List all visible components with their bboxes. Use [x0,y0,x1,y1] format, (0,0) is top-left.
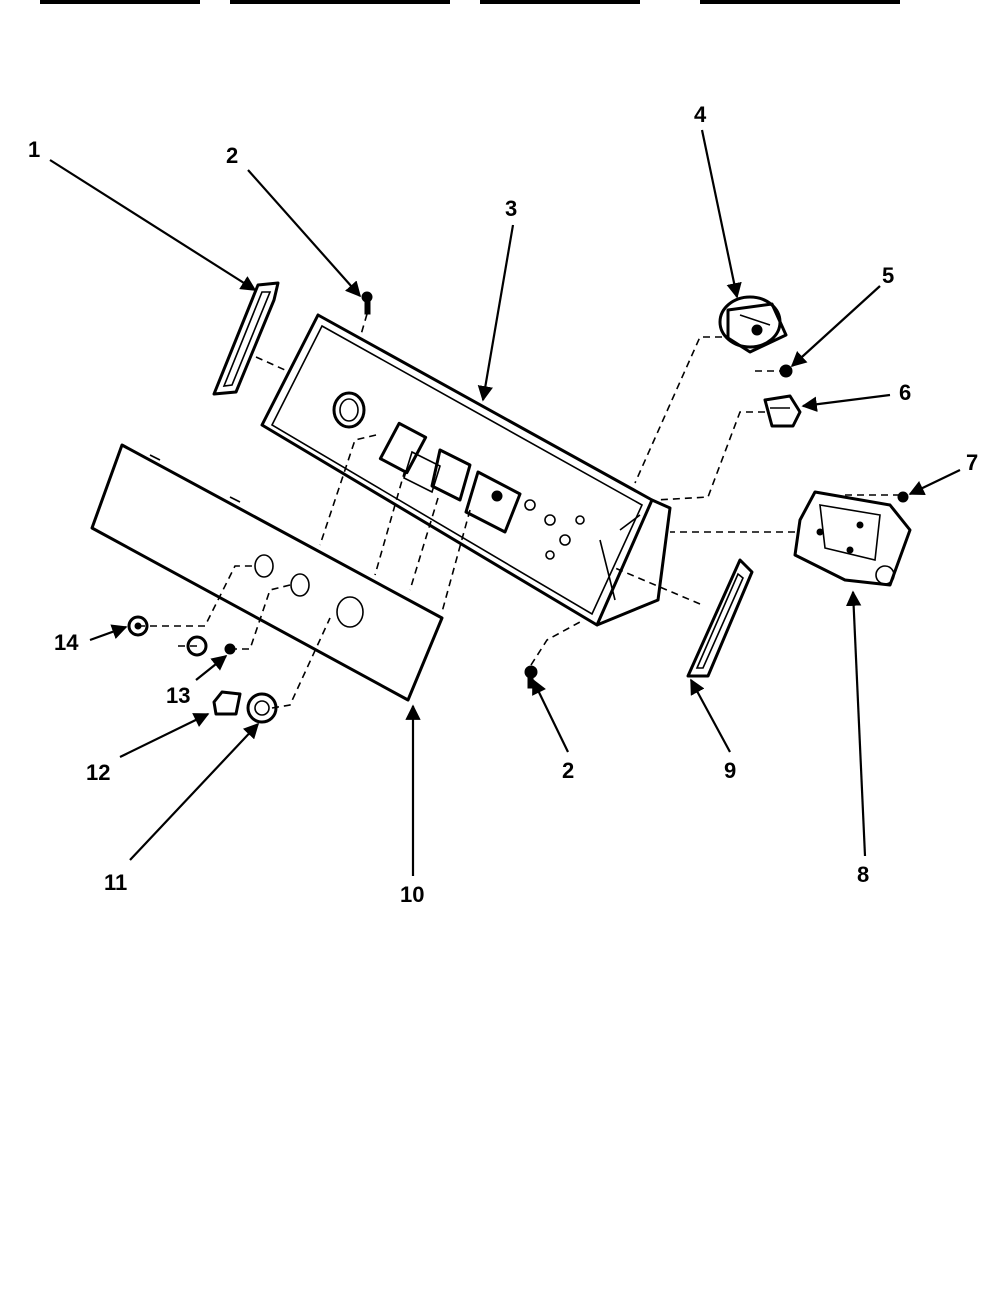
callout-labels: 1 2 3 4 5 6 7 2 9 8 10 11 12 13 14 [28,102,978,907]
cropped-header-line [40,0,900,4]
assembly-guide-lines [138,313,900,709]
part-10-front-panel [90,443,444,702]
callout-8: 8 [857,862,869,887]
part-1-left-end-cap [212,281,280,396]
callout-2-top: 2 [226,143,238,168]
knob-small [186,635,208,657]
part-2-screw-top [361,291,373,315]
callout-5: 5 [882,263,894,288]
leader-arrows [49,129,961,876]
part-7-screw [897,491,909,503]
callout-14: 14 [54,630,79,655]
part-9-right-end-cap [686,558,754,678]
callout-9: 9 [724,758,736,783]
callout-13: 13 [166,683,190,708]
callout-12: 12 [86,760,110,785]
callout-2-bottom: 2 [562,758,574,783]
part-6-switch [763,394,802,428]
callout-1: 1 [28,137,40,162]
part-11-knob [246,692,278,724]
callout-10: 10 [400,882,424,907]
callout-3: 3 [505,196,517,221]
callout-4: 4 [694,102,707,127]
callout-11: 11 [104,870,127,895]
part-3-console-housing [260,313,672,627]
callout-6: 6 [899,380,911,405]
part-4-timer-motor [718,295,788,354]
callout-7: 7 [966,450,978,475]
part-12-button [212,690,242,716]
part-8-control-assembly [793,490,912,587]
